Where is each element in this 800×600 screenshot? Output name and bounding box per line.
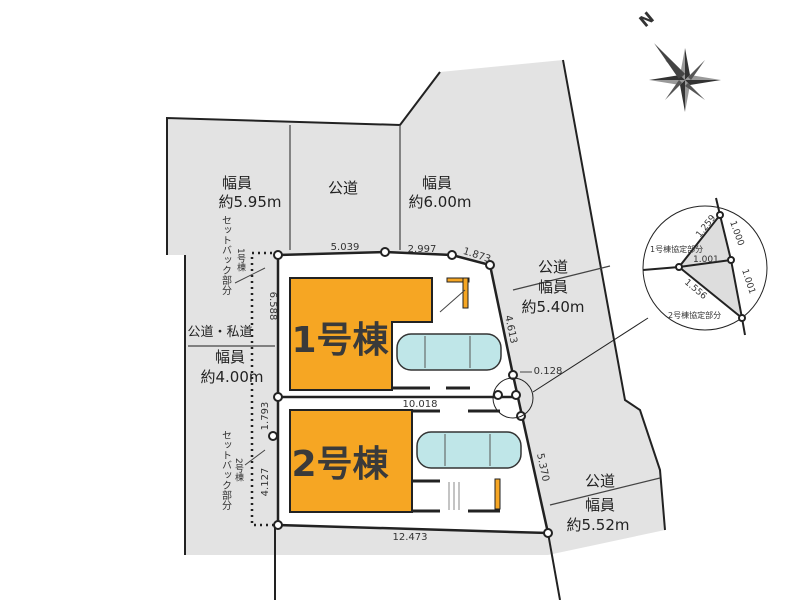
setback-2-label: セットバック部分 <box>220 430 232 511</box>
setback-1-label: セットバック部分 <box>220 215 232 296</box>
dim-top-1: 5.039 <box>331 242 360 253</box>
car-1 <box>396 333 502 371</box>
porch-1 <box>446 277 470 283</box>
road-right-upper-name: 公道 <box>538 258 568 276</box>
detail-leader <box>532 317 649 393</box>
parking-marks <box>392 386 500 513</box>
dim-middle: 10.018 <box>403 399 438 410</box>
detail-label-2: 2号棟協定部分 <box>668 310 721 320</box>
road-left-width-value: 約4.00m <box>200 368 263 386</box>
road-top-left-width-label: 幅員 <box>222 174 252 192</box>
building-2-label: 2号棟 <box>291 444 389 485</box>
road-left-name: 公道・私道 <box>187 325 252 340</box>
setback-2-leader <box>244 449 266 466</box>
road-edge <box>166 71 441 255</box>
road-edge-bottom-right <box>547 532 561 600</box>
road-top-left-width-value: 約5.95m <box>218 193 281 211</box>
car-2 <box>416 431 522 469</box>
detail-inset <box>642 197 768 336</box>
detail-label-1: 1号棟協定部分 <box>650 244 703 254</box>
dim-left-3: 4.127 <box>260 468 271 497</box>
dim-left-2: 1.793 <box>260 402 271 431</box>
boundary-points <box>268 247 553 538</box>
compass-icon <box>649 43 721 112</box>
setback-1-leader <box>234 267 266 284</box>
road-right-lower-width-value: 約5.52m <box>566 516 629 534</box>
dim-left-1: 6.588 <box>267 292 278 321</box>
porch-1b <box>462 277 469 309</box>
building-1-label: 1号棟 <box>291 320 389 361</box>
width-arrows <box>188 125 661 506</box>
road-top-right-width-value: 約6.00m <box>408 193 471 211</box>
compass-north-label: N <box>635 8 657 31</box>
road-top-center-name: 公道 <box>328 179 358 197</box>
dim-right-2: 0.128 <box>534 366 563 377</box>
road-right-upper-width-value: 約5.40m <box>521 298 584 316</box>
road-left-width-label: 幅員 <box>215 348 245 366</box>
detail-d3: 1.001 <box>693 255 719 265</box>
building-1 <box>289 277 433 391</box>
porch-2 <box>494 478 501 510</box>
road-edge-right <box>562 59 666 531</box>
road-right-lower-name: 公道 <box>585 472 615 490</box>
dim-bottom: 12.473 <box>393 532 428 543</box>
road-top-right-width-label: 幅員 <box>422 174 452 192</box>
detail-marker-circle <box>492 377 534 419</box>
dim-top-2: 2.997 <box>408 244 437 255</box>
road-right-upper-width-label: 幅員 <box>538 278 568 296</box>
stair-2 <box>448 482 460 510</box>
road-right-lower-width-label: 幅員 <box>585 496 615 514</box>
setback-1-house: 1号棟 <box>235 248 246 273</box>
stair-1 <box>439 289 466 313</box>
setback-line <box>250 251 278 527</box>
setback-2-house: 2号棟 <box>233 458 244 483</box>
